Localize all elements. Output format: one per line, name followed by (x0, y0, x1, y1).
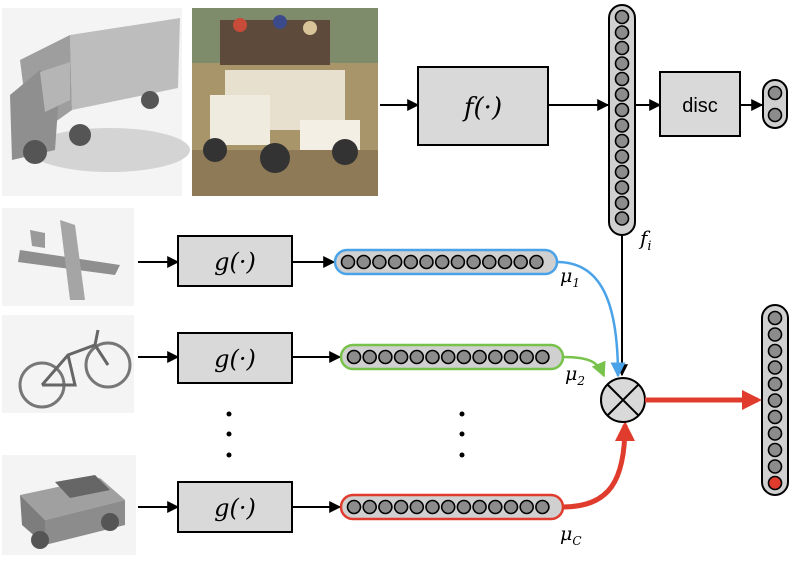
feature-unit (614, 133, 630, 149)
embedding-unit (440, 349, 456, 365)
embedding-unit (340, 254, 356, 270)
embedding-unit (403, 254, 419, 270)
truck-render-icon (2, 8, 190, 196)
muC-vector (339, 493, 565, 521)
output-unit (767, 327, 783, 342)
embedding-unit (487, 499, 503, 515)
embedding-unit (519, 349, 535, 365)
mu1-label: μ1 (560, 265, 580, 290)
feature-unit (614, 180, 630, 195)
embedding-unit (529, 254, 544, 270)
embedding-unit (456, 499, 472, 515)
disc-label: disc (682, 95, 718, 117)
output-unit-highlighted (767, 475, 783, 491)
embedding-unit (393, 349, 409, 365)
ellipsis-right (459, 411, 465, 458)
mu2-label: μ2 (565, 363, 585, 388)
feature-unit (614, 9, 630, 25)
embedding-unit (346, 349, 362, 365)
embedding-unit (535, 349, 550, 365)
embedding-unit (409, 349, 425, 365)
embedding-unit (487, 349, 503, 365)
combine-node (600, 377, 646, 423)
feature-unit (614, 102, 630, 118)
embedding-unit (425, 499, 440, 515)
mu2-vector (339, 343, 565, 371)
g-function-label-2: g(·) (214, 345, 256, 373)
bicycle-render-icon (2, 315, 134, 413)
embedding-unit (472, 499, 487, 515)
output-vector (761, 304, 789, 496)
embedding-unit (346, 499, 362, 515)
output-unit (767, 310, 783, 326)
truck-photo-icon (192, 8, 378, 196)
output-unit (767, 459, 783, 474)
utility-truck-render-icon (2, 455, 136, 555)
output-unit (767, 426, 783, 441)
embedding-unit (419, 254, 434, 270)
output-unit (767, 409, 783, 425)
mu1-to-combine-arrow (556, 260, 626, 378)
embedding-unit (362, 349, 378, 365)
embedding-unit (393, 499, 409, 515)
mu2-to-combine-arrow (562, 355, 606, 378)
feature-unit (614, 149, 630, 164)
output-unit (767, 376, 783, 392)
embedding-unit (503, 499, 519, 515)
embedding-unit (519, 499, 535, 515)
embedding-unit (456, 349, 472, 365)
embedding-unit (387, 254, 403, 270)
output-unit (767, 442, 783, 458)
feature-unit (614, 56, 630, 71)
embedding-unit (440, 499, 456, 515)
embedding-unit (503, 349, 519, 365)
feature-unit (614, 25, 630, 40)
embedding-unit (535, 499, 550, 515)
embedding-unit (472, 349, 487, 365)
f-function-label: f(·) (462, 93, 502, 123)
feature-unit (614, 211, 630, 226)
g-function-box-1 (177, 235, 293, 287)
feature-unit (614, 40, 630, 56)
feature-unit (614, 195, 630, 211)
embedding-unit (372, 254, 387, 270)
feature-unit (614, 87, 630, 102)
embedding-unit (450, 254, 466, 270)
embedding-unit (378, 349, 393, 365)
fi-label: fi (638, 226, 652, 254)
embedding-unit (425, 349, 440, 365)
g-function-label-3: g(·) (214, 494, 256, 522)
feature-unit (614, 118, 630, 133)
g-function-label-1: g(·) (214, 248, 256, 276)
feature-vector-fi (608, 4, 636, 236)
muC-to-combine-arrow (562, 421, 635, 510)
output-unit (767, 393, 783, 408)
disc-output-vector (762, 79, 788, 129)
airplane-render-icon (2, 208, 134, 306)
embedding-unit (356, 254, 372, 270)
f-function-box (417, 66, 549, 146)
ellipsis-left (226, 411, 232, 458)
feature-unit (614, 71, 630, 87)
g-function-box-2 (177, 332, 293, 384)
embedding-unit (497, 254, 513, 270)
embedding-unit (481, 254, 497, 270)
output-unit (767, 343, 783, 359)
embedding-unit (434, 254, 450, 270)
embedding-unit (466, 254, 481, 270)
embedding-unit (378, 499, 393, 515)
feature-unit (614, 164, 630, 180)
muC-label: μC (560, 523, 582, 548)
embedding-unit (362, 499, 378, 515)
output-unit (767, 360, 783, 375)
embedding-unit (513, 254, 529, 270)
embedding-unit (409, 499, 425, 515)
mu1-vector (333, 248, 559, 276)
disc-box (659, 71, 741, 137)
